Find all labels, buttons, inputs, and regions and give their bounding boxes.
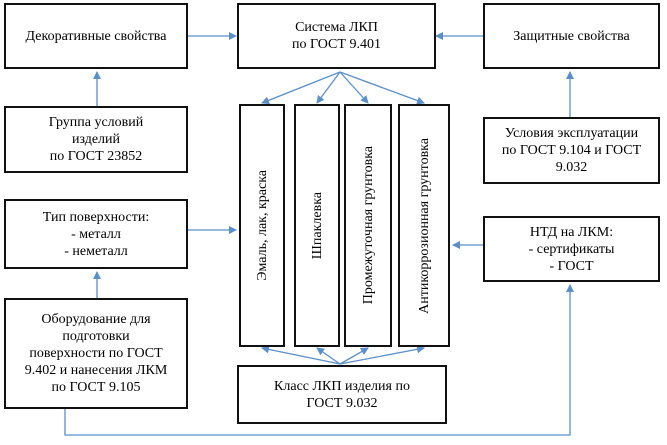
equipment-line-4: 9.402 и нанесения ЛКМ xyxy=(24,363,168,378)
ntd-line-3: - ГОСТ xyxy=(549,258,594,274)
protective-properties-text: Защитные свойства xyxy=(513,28,629,45)
layer-enamel-box: Эмаль, лак, краска xyxy=(239,104,285,347)
layer-putty-box: Шпаклевка xyxy=(294,104,340,347)
ntd-text: НТД на ЛКМ: - сертификаты - ГОСТ xyxy=(529,224,615,275)
operating-conditions-line-1: Условия эксплуатации xyxy=(504,126,639,141)
layer-intermediate-primer-label: Промежуточная грунтовка xyxy=(360,146,376,305)
system-lkp-text: Система ЛКП по ГОСТ 9.401 xyxy=(292,19,381,53)
surface-type-line-1: Тип поверхности: xyxy=(42,209,150,225)
conditions-group-line-3: по ГОСТ 23852 xyxy=(49,149,143,164)
class-lkp-line-1: Класс ЛКП изделия по xyxy=(274,378,410,394)
equipment-line-3: поверхности по ГОСТ xyxy=(29,346,163,361)
surface-type-box: Тип поверхности: - металл - неметалл xyxy=(4,199,188,269)
arrow-class-to-putty xyxy=(316,347,341,365)
operating-conditions-line-2: по ГОСТ 9.104 и ГОСТ xyxy=(501,143,642,158)
system-lkp-line-2: по ГОСТ 9.401 xyxy=(292,37,381,52)
equipment-line-2: подготовки xyxy=(62,329,130,344)
arrow-system-to-intermediate xyxy=(339,71,369,104)
arrow-class-to-anticorrosion xyxy=(339,345,425,365)
decorative-properties-box: Декоративные свойства xyxy=(4,3,188,69)
class-lkp-box: Класс ЛКП изделия по ГОСТ 9.032 xyxy=(237,365,447,424)
system-lkp-box: Система ЛКП по ГОСТ 9.401 xyxy=(237,3,436,69)
conditions-group-box: Группа условий изделий по ГОСТ 23852 xyxy=(4,106,188,173)
arrow-system-to-enamel xyxy=(261,71,341,105)
system-lkp-line-1: Система ЛКП xyxy=(295,20,378,35)
surface-type-line-3: - неметалл xyxy=(64,243,128,259)
conditions-group-text: Группа условий изделий по ГОСТ 23852 xyxy=(49,114,144,165)
protective-properties-line-1: Защитные свойства xyxy=(513,28,630,44)
equipment-text: Оборудование для подготовки поверхности … xyxy=(25,311,168,396)
equipment-line-1: Оборудование для xyxy=(41,312,151,327)
surface-type-text: Тип поверхности: - металл - неметалл xyxy=(43,209,149,260)
ntd-box: НТД на ЛКМ: - сертификаты - ГОСТ xyxy=(483,216,660,282)
class-lkp-line-2: ГОСТ 9.032 xyxy=(306,395,378,411)
layer-enamel-label: Эмаль, лак, краска xyxy=(254,170,270,281)
arrow-bottom-loop-to-ntd xyxy=(64,284,574,436)
decorative-properties-text: Декоративные свойства xyxy=(26,28,167,45)
operating-conditions-box: Условия эксплуатации по ГОСТ 9.104 и ГОС… xyxy=(483,117,660,184)
equipment-box: Оборудование для подготовки поверхности … xyxy=(4,298,188,409)
operating-conditions-line-3: 9.032 xyxy=(555,160,588,175)
arrow-system-to-putty xyxy=(316,71,341,104)
ntd-line-1: НТД на ЛКМ: xyxy=(529,224,614,240)
layer-anticorrosion-primer-label: Антикоррозионная грунтовка xyxy=(416,137,432,314)
arrow-system-to-anticorrosion xyxy=(339,71,425,105)
class-lkp-text: Класс ЛКП изделия по ГОСТ 9.032 xyxy=(274,378,410,412)
protective-properties-box: Защитные свойства xyxy=(483,3,660,69)
decorative-properties-line-1: Декоративные свойства xyxy=(25,28,167,44)
surface-type-line-2: - металл xyxy=(71,226,121,242)
conditions-group-line-2: изделий xyxy=(71,132,121,147)
equipment-line-5: по ГОСТ 9.105 xyxy=(51,380,141,395)
operating-conditions-text: Условия эксплуатации по ГОСТ 9.104 и ГОС… xyxy=(502,125,641,176)
arrow-class-to-enamel xyxy=(261,345,341,365)
layer-putty-label: Шпаклевка xyxy=(309,191,325,260)
arrow-class-to-intermediate xyxy=(339,347,369,365)
layer-anticorrosion-primer-box: Антикоррозионная грунтовка xyxy=(398,104,450,347)
ntd-line-2: - сертификаты xyxy=(528,241,615,257)
layer-intermediate-primer-box: Промежуточная грунтовка xyxy=(344,104,392,347)
conditions-group-line-1: Группа условий xyxy=(48,115,144,130)
